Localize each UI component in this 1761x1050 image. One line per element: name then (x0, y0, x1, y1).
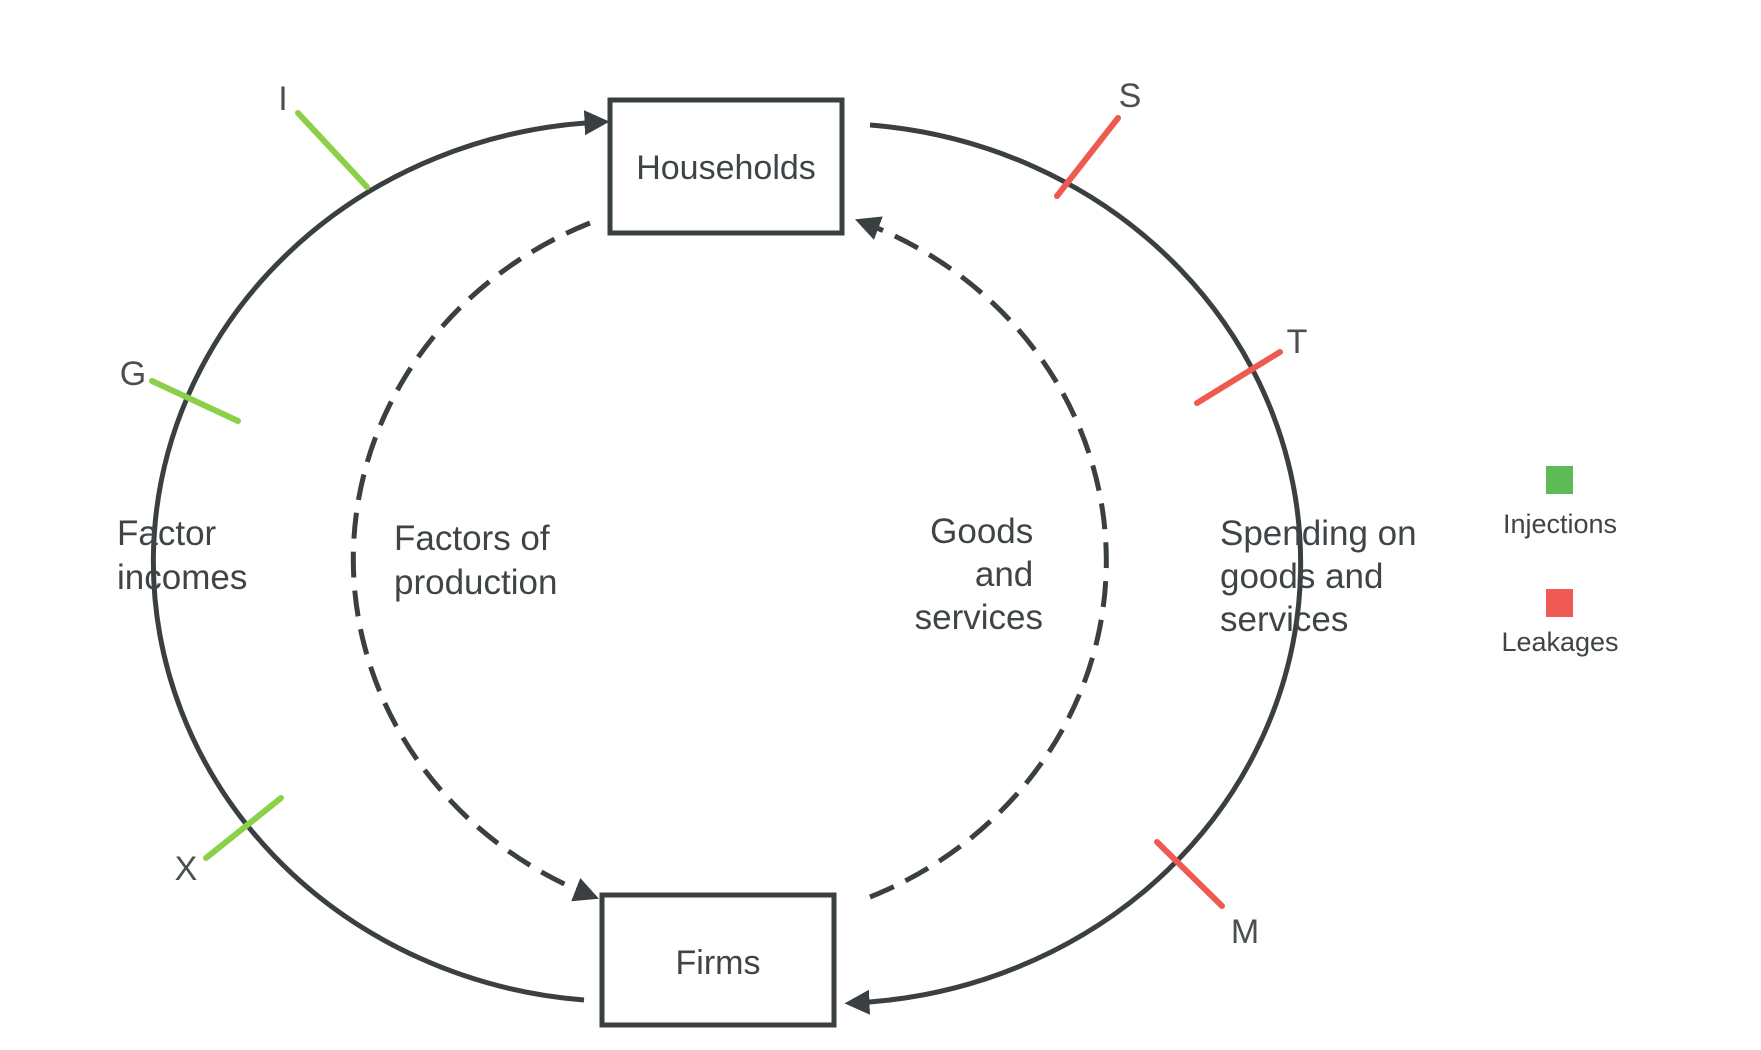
spending-line-3: services (1220, 600, 1348, 639)
factors-of-production-label: Factors of production (394, 519, 559, 602)
injection-x-label: X (175, 850, 198, 888)
injection-g-line (149, 378, 241, 424)
injection-x-line (203, 795, 284, 861)
goods-and-services-label: Goods and services (915, 512, 1043, 637)
injection-i-label: I (278, 80, 287, 118)
leakage-t-label: T (1287, 323, 1308, 361)
spending-line-1: Spending on (1220, 514, 1417, 553)
legend-injections-label: Injections (1503, 509, 1617, 539)
factors-of-production-line-2: production (394, 563, 557, 602)
factor-incomes-line-1: Factor (117, 514, 217, 553)
firms-box (599, 892, 837, 1028)
firms-label: Firms (676, 944, 761, 982)
factors-of-production-flow-arrow (350, 220, 599, 902)
factor-incomes-label: Factor incomes (117, 514, 247, 597)
factors-of-production-line-1: Factors of (394, 519, 550, 558)
injection-g-label: G (120, 355, 146, 393)
goods-and-services-line-2: and (975, 555, 1033, 594)
leakage-t-line (1194, 349, 1283, 406)
leakage-m-line (1154, 839, 1225, 909)
factor-incomes-line-2: incomes (117, 558, 247, 597)
households-box (607, 97, 845, 236)
goods-and-services-line-3: services (915, 598, 1043, 637)
leakage-m-label: M (1231, 913, 1259, 951)
legend-leakages-swatch (1546, 589, 1573, 617)
households-label: Households (636, 149, 816, 187)
goods-services-flow-arrow (854, 216, 1109, 900)
injection-i-line (295, 110, 370, 190)
legend-leakages-label: Leakages (1501, 627, 1618, 657)
spending-label: Spending on goods and services (1220, 514, 1426, 639)
leakage-s-label: S (1119, 77, 1142, 115)
goods-and-services-line-1: Goods (930, 512, 1033, 551)
spending-flow-arrow (844, 122, 1304, 1015)
leakage-s-line (1054, 115, 1121, 199)
factor-incomes-flow-arrow (150, 110, 610, 1003)
legend-injections-swatch (1546, 466, 1573, 494)
spending-line-2: goods and (1220, 557, 1383, 596)
